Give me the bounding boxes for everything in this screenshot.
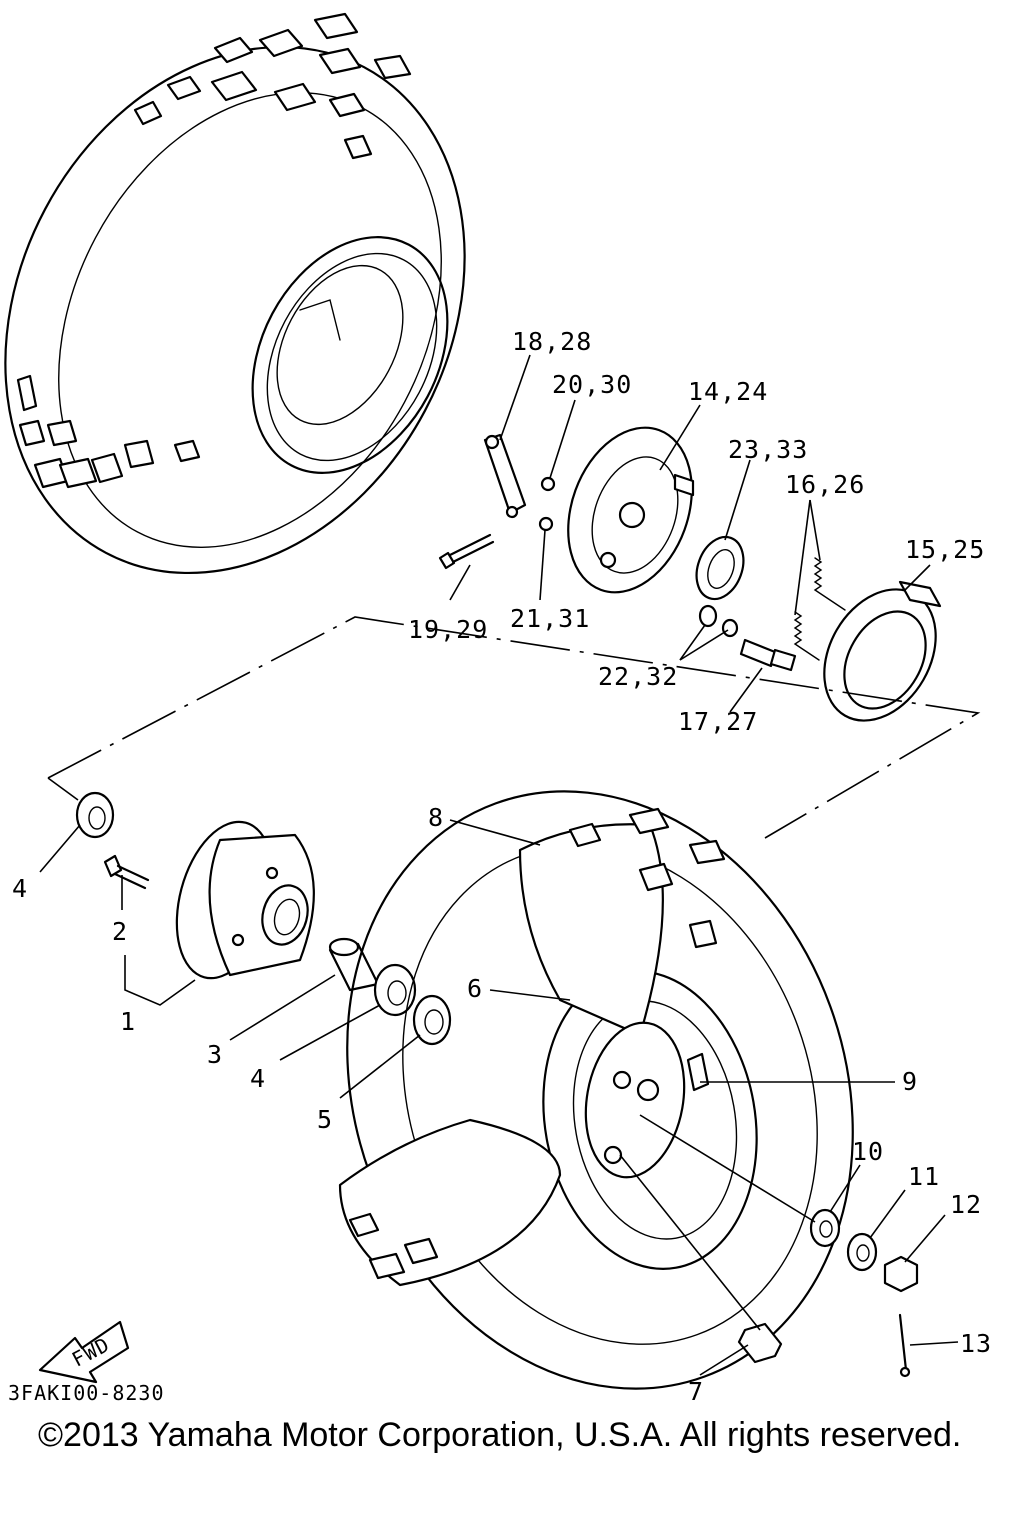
callouts: 18,28 20,30 14,24 23,33 16,26 15,25 19,2… — [12, 327, 992, 1406]
callout-12: 12 — [950, 1190, 982, 1219]
callout-20-30: 20,30 — [552, 370, 632, 399]
callout-11: 11 — [908, 1162, 940, 1191]
callout-17-27: 17,27 — [678, 707, 758, 736]
hub-parts — [75, 791, 452, 1046]
callout-22-32: 22,32 — [598, 662, 678, 691]
callout-15-25: 15,25 — [905, 535, 985, 564]
callout-13: 13 — [960, 1329, 992, 1358]
callout-10: 10 — [852, 1137, 884, 1166]
lower-small-parts — [737, 1208, 919, 1378]
callout-7: 7 — [688, 1377, 704, 1406]
callout-21-31: 21,31 — [510, 604, 590, 633]
fwd-arrow-icon: FWD — [38, 1320, 130, 1384]
callout-5: 5 — [317, 1105, 333, 1134]
copyright-notice: ©2013 Yamaha Motor Corporation, U.S.A. A… — [38, 1416, 961, 1454]
callout-19-29: 19,29 — [408, 615, 488, 644]
callout-9: 9 — [902, 1067, 918, 1096]
callout-2: 2 — [112, 917, 128, 946]
callout-6: 6 — [467, 974, 483, 1003]
assembly-frame — [47, 616, 981, 839]
callout-8: 8 — [428, 803, 444, 832]
lower-wheel — [338, 790, 854, 1390]
callout-4a: 4 — [12, 874, 28, 903]
callout-23-33: 23,33 — [728, 435, 808, 464]
upper-tire — [4, 12, 466, 575]
callout-3: 3 — [207, 1040, 223, 1069]
callout-4b: 4 — [250, 1064, 266, 1093]
callout-14-24: 14,24 — [688, 377, 768, 406]
callout-16-26: 16,26 — [785, 470, 865, 499]
part-code: 3FAKI00-8230 — [8, 1381, 165, 1405]
callout-1: 1 — [120, 1007, 136, 1036]
brake-assembly — [438, 426, 942, 722]
callout-18-28: 18,28 — [512, 327, 592, 356]
leader-lines — [39, 354, 959, 1376]
